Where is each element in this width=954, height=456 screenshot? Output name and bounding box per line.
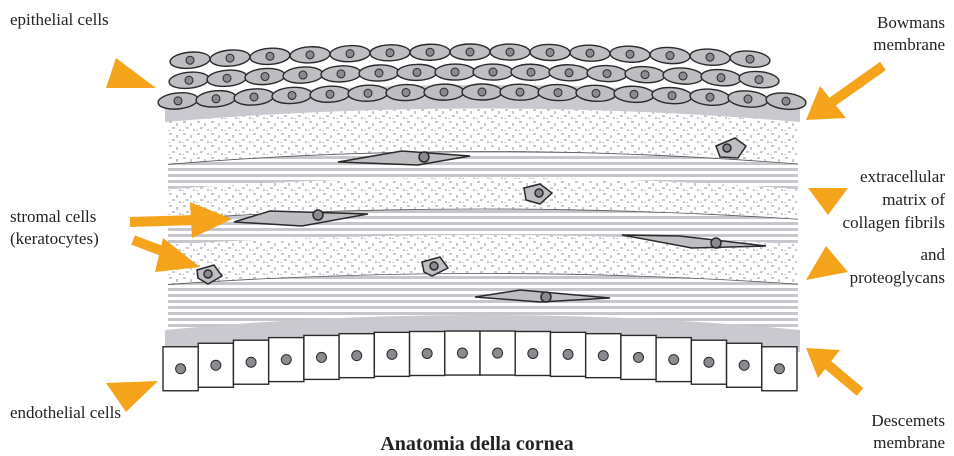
label-stromal-cells: stromal cells bbox=[10, 207, 96, 227]
endothelial-cell bbox=[550, 332, 585, 376]
epithelial-cell bbox=[570, 44, 611, 61]
label-extracellular: extracellular bbox=[860, 167, 945, 187]
label-epithelial-cells: epithelial cells bbox=[10, 10, 109, 30]
label-proteoglycans: proteoglycans bbox=[850, 268, 945, 288]
epithelial-cell bbox=[511, 64, 551, 81]
epithelial-cell bbox=[650, 46, 691, 64]
epithelial-cell bbox=[700, 68, 741, 87]
endothelial-cell bbox=[304, 335, 339, 379]
epithelial-cell bbox=[473, 64, 513, 80]
epithelial-cell bbox=[663, 67, 704, 86]
label-and: and bbox=[920, 245, 945, 265]
arrow-descemets bbox=[806, 348, 860, 392]
endothelial-cell bbox=[198, 343, 233, 387]
epithelial-cell bbox=[249, 47, 290, 66]
epithelial-cell bbox=[500, 84, 540, 101]
epithelial-cell bbox=[359, 64, 400, 81]
epithelial-cell bbox=[689, 48, 730, 67]
epithelial-cell bbox=[610, 45, 651, 63]
epithelial-cell bbox=[168, 70, 209, 90]
endothelial-cell bbox=[480, 331, 515, 375]
epithelial-cell bbox=[462, 84, 502, 100]
epithelial-cell bbox=[244, 67, 285, 86]
epithelial-cell bbox=[283, 66, 324, 84]
arrow-matrix-down bbox=[808, 188, 848, 215]
epithelial-cell bbox=[450, 44, 490, 60]
epithelial-cell bbox=[397, 64, 437, 81]
arrow-bowmans bbox=[806, 66, 883, 120]
epithelial-cell bbox=[209, 48, 250, 67]
arrow-matrix-up bbox=[806, 246, 848, 280]
endothelial-cell bbox=[339, 334, 374, 378]
endothelial-cell bbox=[163, 347, 198, 391]
epithelial-cell bbox=[410, 44, 450, 61]
label-keratocytes: (keratocytes) bbox=[10, 229, 99, 249]
endothelial-cell bbox=[586, 334, 621, 378]
epithelial-cell bbox=[625, 66, 666, 84]
endothelial-cell bbox=[621, 335, 656, 379]
arrow-epithelial bbox=[106, 58, 156, 88]
endothelial-cell bbox=[445, 331, 480, 375]
endothelial-cell bbox=[727, 343, 762, 387]
label-bowmans-membrane: membrane bbox=[873, 35, 945, 55]
endothelial-cell bbox=[691, 340, 726, 384]
epithelial-cell bbox=[530, 44, 570, 61]
endothelial-cell bbox=[762, 347, 797, 391]
epithelial-cell bbox=[424, 84, 464, 100]
endothelial-cell bbox=[233, 340, 268, 384]
endothelial-cell bbox=[410, 331, 445, 375]
epithelial-cell bbox=[587, 65, 628, 83]
label-collagen-fibrils: collagen fibrils bbox=[843, 213, 945, 233]
epithelial-cell bbox=[330, 45, 371, 63]
epithelial-cell bbox=[321, 65, 362, 83]
label-endothelial-cells: endothelial cells bbox=[10, 403, 121, 423]
epithelial-cell bbox=[386, 84, 426, 101]
endothelial-cell bbox=[374, 332, 409, 376]
epithelial-cell bbox=[290, 46, 331, 64]
epithelial-cell bbox=[738, 70, 779, 90]
epithelial-cell bbox=[169, 50, 210, 70]
epithelial-cell bbox=[490, 44, 530, 60]
endothelial-cell bbox=[656, 338, 691, 382]
epithelial-cell bbox=[435, 64, 475, 80]
diagram-title: Anatomia della cornea bbox=[0, 433, 954, 456]
label-bowmans: Bowmans bbox=[877, 13, 945, 33]
epithelial-cell bbox=[538, 84, 578, 101]
epithelial-cell bbox=[370, 44, 410, 61]
epithelial-cell bbox=[206, 69, 247, 88]
epithelial-cell bbox=[729, 49, 770, 68]
label-matrix-of: matrix of bbox=[882, 190, 945, 210]
epithelial-cell bbox=[549, 64, 589, 81]
label-descemets: Descemets bbox=[871, 411, 945, 431]
endothelial-cell bbox=[515, 331, 550, 375]
endothelial-cell bbox=[269, 338, 304, 382]
endothelial-layer bbox=[163, 331, 797, 391]
